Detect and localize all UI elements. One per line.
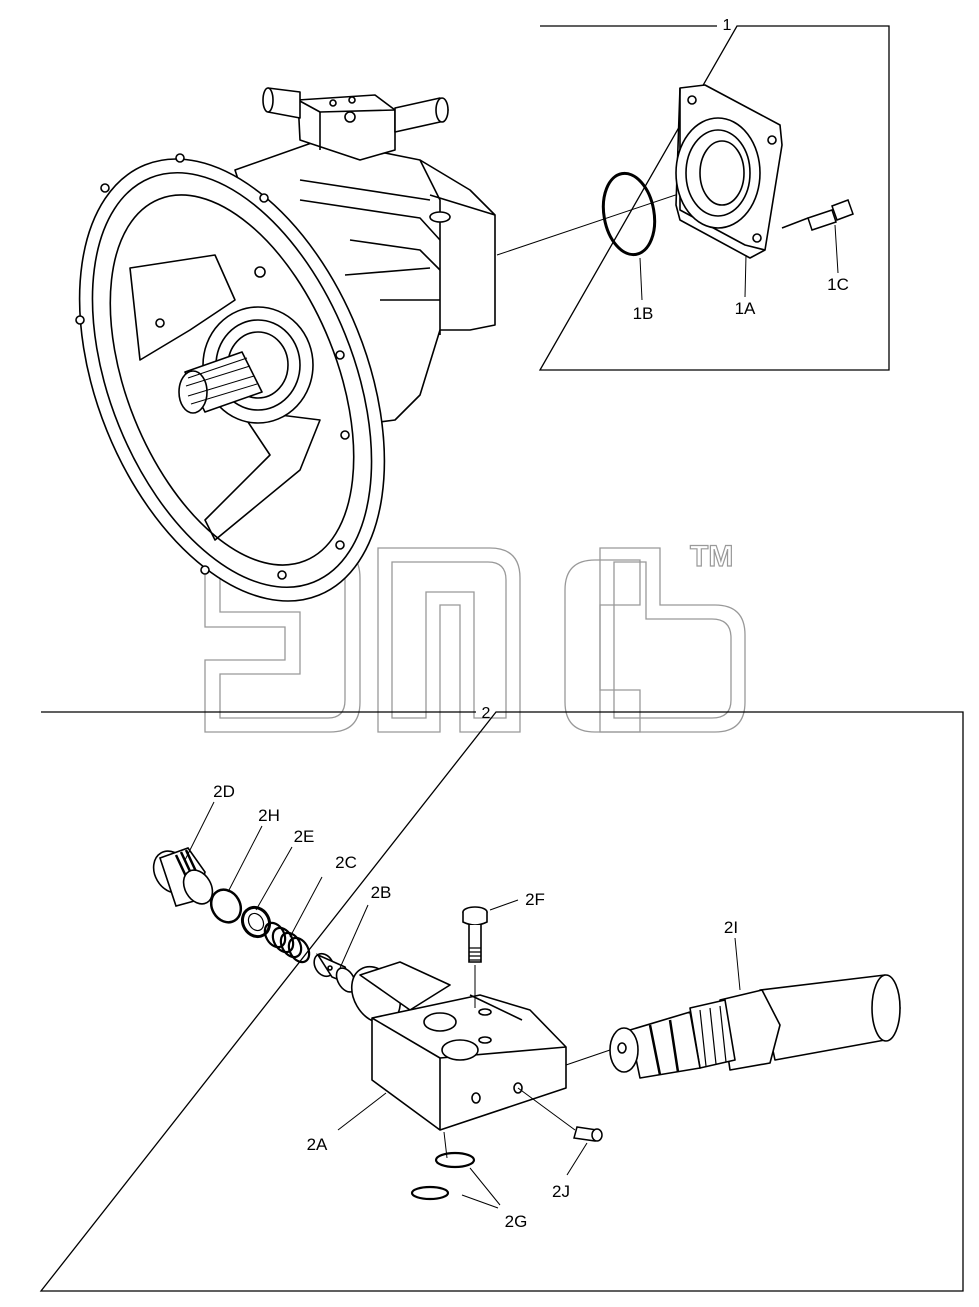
pump-assembly — [75, 87, 496, 602]
part-2D-plug — [152, 847, 214, 907]
part-2H-o-ring — [209, 888, 243, 924]
callout-1B: 1B — [633, 304, 654, 323]
part-2B-poppet — [313, 952, 357, 993]
part-2F-bolt — [462, 906, 488, 963]
frame-2-axis-lines — [443, 965, 611, 1159]
callout-2J: 2J — [552, 1182, 570, 1201]
callout-2E: 2E — [294, 827, 315, 846]
frame-1-number: 1 — [723, 17, 732, 34]
part-2A-valve-block — [350, 961, 567, 1131]
callout-1C: 1C — [827, 275, 849, 294]
frame-2-number: 2 — [482, 705, 491, 722]
callout-2B: 2B — [371, 883, 392, 902]
callout-2I: 2I — [724, 918, 738, 937]
frame-2: 2 — [39, 705, 964, 1292]
part-1A-cover-plate — [675, 84, 783, 259]
part-2I-relief-cartridge — [609, 974, 901, 1079]
callout-2G: 2G — [505, 1212, 528, 1231]
callout-2C: 2C — [335, 853, 357, 872]
frame-1: 1 — [538, 17, 890, 371]
callout-2F: 2F — [525, 890, 545, 909]
callout-1A: 1A — [735, 299, 756, 318]
part-1C-bolt — [781, 199, 854, 231]
part-2G-o-rings — [410, 1151, 476, 1201]
callout-2A: 2A — [307, 1135, 328, 1154]
callout-2H: 2H — [258, 806, 280, 825]
part-2E-washer — [240, 905, 272, 939]
part-2J-pin — [573, 1126, 603, 1142]
frame-1-leaders — [639, 224, 839, 301]
part-1B-o-ring — [601, 171, 657, 257]
callout-2D: 2D — [213, 782, 235, 801]
frame-2-leaders — [184, 801, 741, 1209]
watermark-trademark: TM — [690, 540, 733, 573]
